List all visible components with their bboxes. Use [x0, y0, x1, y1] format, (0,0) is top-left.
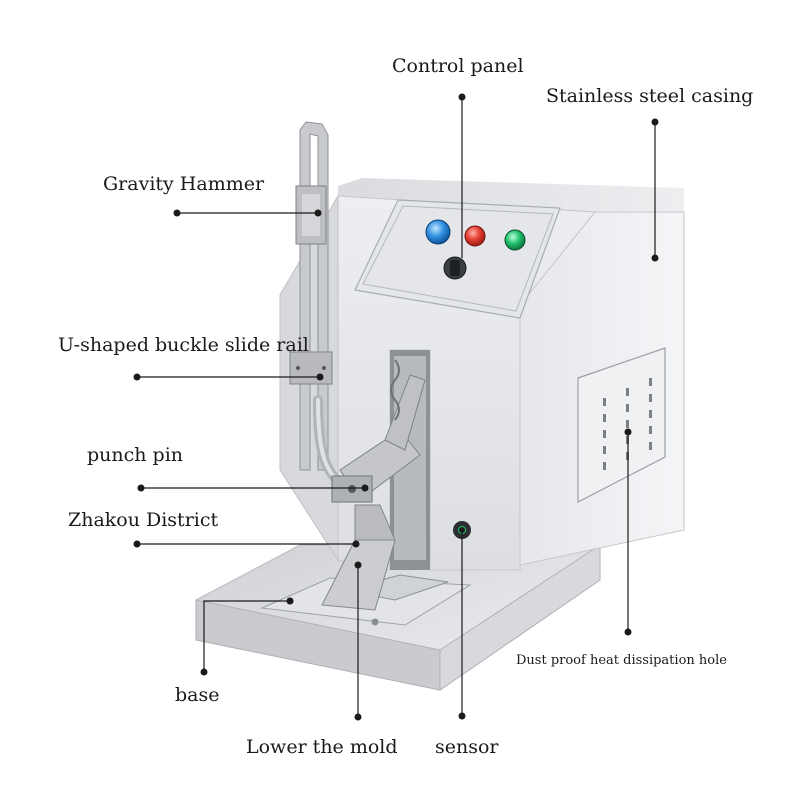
- control-panel: [354, 199, 561, 319]
- label-u-shaped-rail: U-shaped buckle slide rail: [58, 334, 309, 356]
- label-sensor: sensor: [435, 736, 499, 758]
- label-gravity-hammer: Gravity Hammer: [103, 173, 265, 195]
- label-zhakou-district: Zhakou District: [68, 509, 219, 531]
- green-button[interactable]: [504, 229, 526, 251]
- label-stainless-steel-casing: Stainless steel casing: [546, 85, 754, 107]
- label-control-panel: Control panel: [392, 55, 524, 77]
- red-button[interactable]: [464, 225, 486, 247]
- label-punch-pin: punch pin: [87, 444, 184, 466]
- leader-lines: [133, 93, 659, 721]
- label-dust-proof-hole: Dust proof heat dissipation hole: [516, 653, 727, 668]
- label-base: base: [175, 684, 220, 706]
- base-plate: [195, 544, 601, 691]
- blue-button[interactable]: [425, 219, 451, 245]
- label-lower-the-mold: Lower the mold: [246, 736, 398, 758]
